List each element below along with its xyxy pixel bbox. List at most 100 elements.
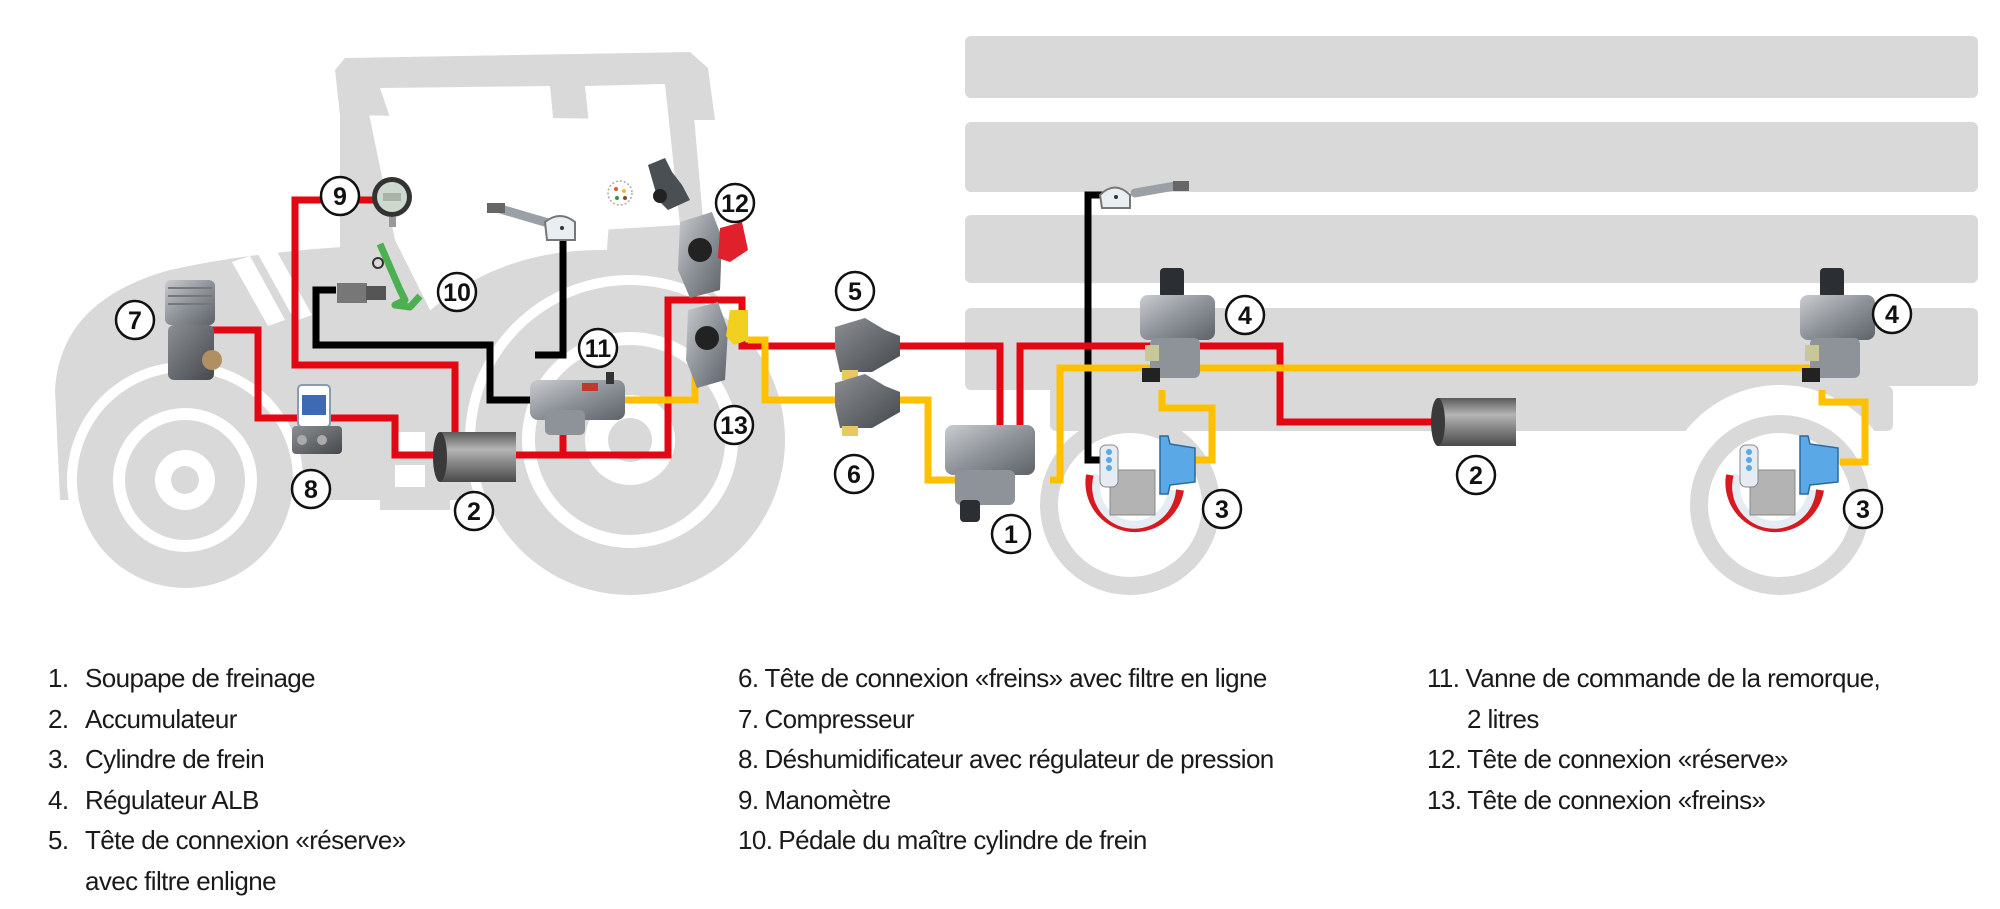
legend-item-continuation: 2 litres: [1427, 699, 1880, 740]
reserve-line-dryer-tank: [310, 414, 440, 459]
legend-text: Tête de connexion «freins» avec filtre e…: [764, 663, 1267, 693]
callout-2-trailer: 2: [1455, 454, 1497, 496]
brake-line-head6-valve1: [900, 396, 960, 484]
callout-label: 9: [333, 183, 347, 211]
line-filter-brake-icon[interactable]: [835, 374, 900, 436]
callout-10: 10: [436, 271, 478, 313]
brake-valve-icon[interactable]: [945, 425, 1035, 522]
legend-text-continuation: avec filtre enligne: [85, 865, 277, 896]
air-dryer-icon[interactable]: [292, 384, 342, 454]
legend-text: Manomètre: [764, 784, 891, 815]
tractor-front-wheel: [67, 362, 303, 598]
compressor-icon[interactable]: [165, 280, 222, 380]
callout-label: 2: [467, 498, 481, 526]
legend-number: 3.: [48, 744, 69, 774]
callout-4-front: 4: [1224, 294, 1266, 336]
legend-item: 3. Cylindre de frein: [48, 739, 406, 780]
callout-label: 8: [304, 476, 318, 504]
callout-label: 5: [848, 278, 862, 306]
callout-5: 5: [834, 270, 876, 312]
callout-1: 1: [990, 513, 1032, 555]
legend-text: Déshumidificateur avec régulateur de pre…: [764, 744, 1274, 774]
callout-13: 13: [713, 404, 755, 446]
legend-number: 11.: [1427, 663, 1460, 693]
trailer-control-valve-icon[interactable]: [530, 372, 625, 435]
reserve-line-head5-valve1: [900, 342, 1004, 428]
callout-3-rear: 3: [1842, 488, 1884, 530]
legend-number: 10.: [738, 825, 773, 855]
legend-column-2: 6.Tête de connexion «freins» avec filtre…: [738, 658, 1274, 861]
legend-text: Pédale du maître cylindre de frein: [778, 825, 1147, 855]
callout-11: 11: [577, 327, 619, 369]
legend-number: 8.: [738, 744, 759, 774]
legend-text: Soupape de freinage: [85, 663, 316, 693]
coupling-head-brake-icon[interactable]: [686, 302, 748, 388]
brake-cylinder-rear-icon[interactable]: [1725, 435, 1839, 533]
legend-text: Compresseur: [764, 703, 914, 734]
legend-number: 4.: [48, 784, 69, 815]
legend-column-1: 1. Soupape de freinage 2. Accumulateur 3. C…: [48, 658, 406, 901]
alb-regulator-front-icon[interactable]: [1140, 268, 1215, 382]
callout-label: 2: [1469, 462, 1483, 490]
legend-text: Tête de connexion «réserve»: [85, 825, 406, 855]
brake-pedal-icon[interactable]: [337, 242, 423, 311]
callout-8: 8: [290, 468, 332, 510]
callout-9: 9: [319, 175, 361, 217]
brake-line-head13-head6: [748, 336, 840, 404]
brake-line-alb-cyl-rear: [1818, 390, 1869, 466]
brake-line-valve1-trailer: [1050, 364, 1830, 484]
brake-lines: [620, 330, 1869, 484]
legend-text: Cylindre de frein: [85, 744, 265, 774]
chassis-slot: [395, 432, 425, 454]
legend-number: 7.: [738, 703, 759, 734]
legend-column-3: 11.Vanne de commande de la remorque, 2 l…: [1427, 658, 1881, 821]
legend-number: 5.: [48, 825, 69, 855]
legend-text: Tête de connexion «réserve»: [1467, 744, 1788, 774]
legend-number: 2.: [48, 703, 69, 734]
reserve-line-valve1-trailer: [1016, 342, 1440, 428]
legend-number: 9.: [738, 784, 759, 815]
legend-item: 4.Régulateur ALB: [48, 780, 406, 821]
callout-6: 6: [833, 453, 875, 495]
legend-text: Vanne de commande de la remorque,: [1465, 663, 1881, 693]
legend-item: 10.Pédale du maître cylindre de frein: [738, 820, 1274, 861]
callout-12: 12: [714, 182, 756, 224]
callout-2-tractor: 2: [453, 490, 495, 532]
legend-item: 8.Déshumidificateur avec régulateur de p…: [738, 739, 1274, 780]
callout-label: 6: [847, 461, 861, 489]
pressure-gauge-icon[interactable]: [372, 177, 412, 227]
alb-regulator-rear-icon[interactable]: [1800, 268, 1875, 382]
electrical-socket-icon: [607, 158, 690, 210]
legend-text: Tête de connexion «freins»: [1467, 784, 1766, 815]
callout-4-rear: 4: [1871, 293, 1913, 335]
legend-item: 11.Vanne de commande de la remorque,: [1427, 658, 1881, 699]
hand-brake-lever-icon[interactable]: [487, 203, 576, 241]
line-filter-reserve-icon[interactable]: [835, 318, 900, 380]
air-reservoir-tractor-icon[interactable]: [433, 432, 516, 482]
callout-label: 3: [1856, 496, 1870, 524]
trailer-hand-lever-icon[interactable]: [1098, 181, 1189, 209]
callout-label: 11: [585, 335, 612, 363]
legend-item: 13.Tête de connexion «freins»: [1427, 780, 1880, 821]
legend-number: 13.: [1427, 784, 1462, 815]
legend-text: Accumulateur: [85, 703, 237, 734]
callout-label: 13: [720, 412, 748, 440]
callout-label: 10: [443, 279, 471, 307]
brake-cylinder-front-icon[interactable]: [1085, 435, 1196, 533]
callout-7: 7: [114, 299, 156, 341]
legend-item: 1. Soupape de freinage: [48, 658, 406, 699]
brake-line-alb-cyl-front: [1158, 390, 1216, 464]
callout-label: 12: [721, 190, 749, 218]
legend-number: 1.: [48, 663, 69, 693]
control-line-pedal: [312, 286, 540, 404]
air-reservoir-trailer-icon[interactable]: [1431, 398, 1516, 446]
legend-number: 12.: [1427, 744, 1462, 774]
legend-item: 12.Tête de connexion «réserve»: [1427, 739, 1880, 780]
brake-system-diagram: 9 10 7 8 2 11 12 13 5 6 1 4: [55, 36, 1978, 598]
legend-item: 2. Accumulateur: [48, 699, 406, 740]
callout-3-front: 3: [1201, 488, 1243, 530]
callout-label: 4: [1885, 301, 1899, 329]
coupling-head-reserve-icon[interactable]: [678, 212, 748, 298]
callout-label: 1: [1004, 521, 1018, 549]
legend-number: 6.: [738, 663, 759, 693]
